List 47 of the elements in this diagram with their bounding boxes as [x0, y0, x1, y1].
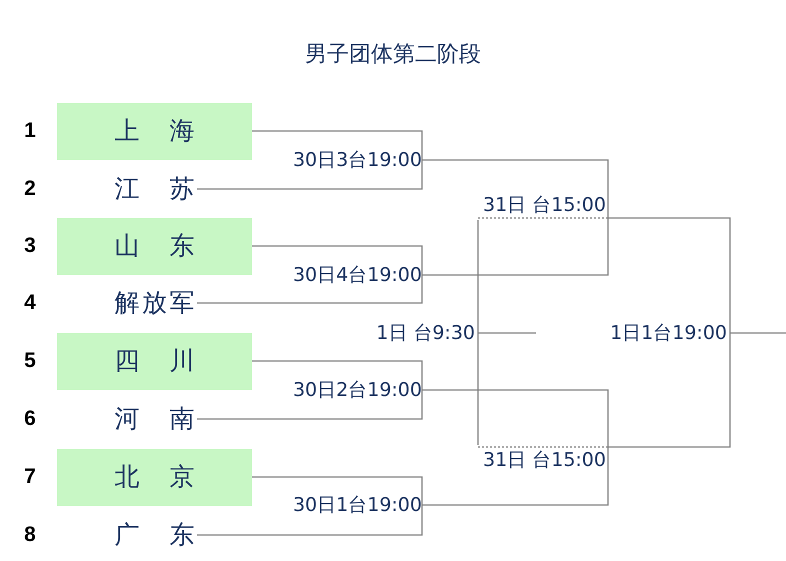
bracket-line: [477, 333, 608, 448]
match-time: 1日1台19:00: [610, 320, 727, 346]
bracket-line: [608, 333, 731, 448]
bracket-line: [197, 160, 423, 190]
bracket-line: [422, 159, 609, 218]
bracket-line: [478, 332, 536, 334]
team-name: 江苏: [114, 174, 194, 204]
bracket-line: [422, 389, 609, 447]
bracket-line: [252, 476, 423, 505]
row-number: 6: [23, 406, 37, 432]
row-number: 3: [23, 233, 37, 259]
team-name: 河南: [114, 404, 194, 434]
row-number: 8: [23, 522, 37, 548]
row-number: 2: [23, 176, 37, 202]
team-box: [57, 332, 252, 390]
bracket-line: [252, 360, 423, 390]
bracket-line: [197, 390, 423, 420]
team-name: 广东: [114, 520, 194, 550]
bracket-line: [477, 217, 608, 333]
bracket-line: [252, 245, 423, 275]
match-time: 31日 台15:00: [483, 192, 606, 218]
title: 男子团体第二阶段: [305, 41, 481, 69]
row-number: 5: [23, 348, 37, 374]
row-number: 1: [23, 118, 37, 144]
bracket-line: [608, 217, 731, 333]
match-time: 30日2台19:00: [292, 377, 422, 403]
bracket-line: [252, 130, 423, 160]
bracket-line: [422, 218, 609, 276]
match-time: 1日 台9:30: [376, 320, 475, 346]
bracket-line: [422, 447, 609, 506]
team-name: 山东: [114, 231, 194, 261]
row-number: 7: [23, 464, 37, 490]
team-name: 四川: [114, 346, 194, 376]
bracket-line: [730, 332, 786, 334]
row-number: 4: [23, 290, 37, 316]
team-box: [57, 218, 252, 274]
match-time: 30日1台19:00: [292, 492, 422, 518]
bracket-line: [197, 275, 423, 304]
team-box: [57, 102, 252, 160]
bracket-line: [197, 505, 423, 536]
team-box: [57, 448, 252, 506]
match-time: 30日4台19:00: [292, 262, 422, 288]
team-name: 北京: [114, 462, 194, 492]
match-time: 31日 台15:00: [483, 447, 606, 473]
team-name: 上海: [114, 116, 194, 146]
team-name: 解放军: [114, 288, 194, 318]
match-time: 30日3台19:00: [292, 147, 422, 173]
